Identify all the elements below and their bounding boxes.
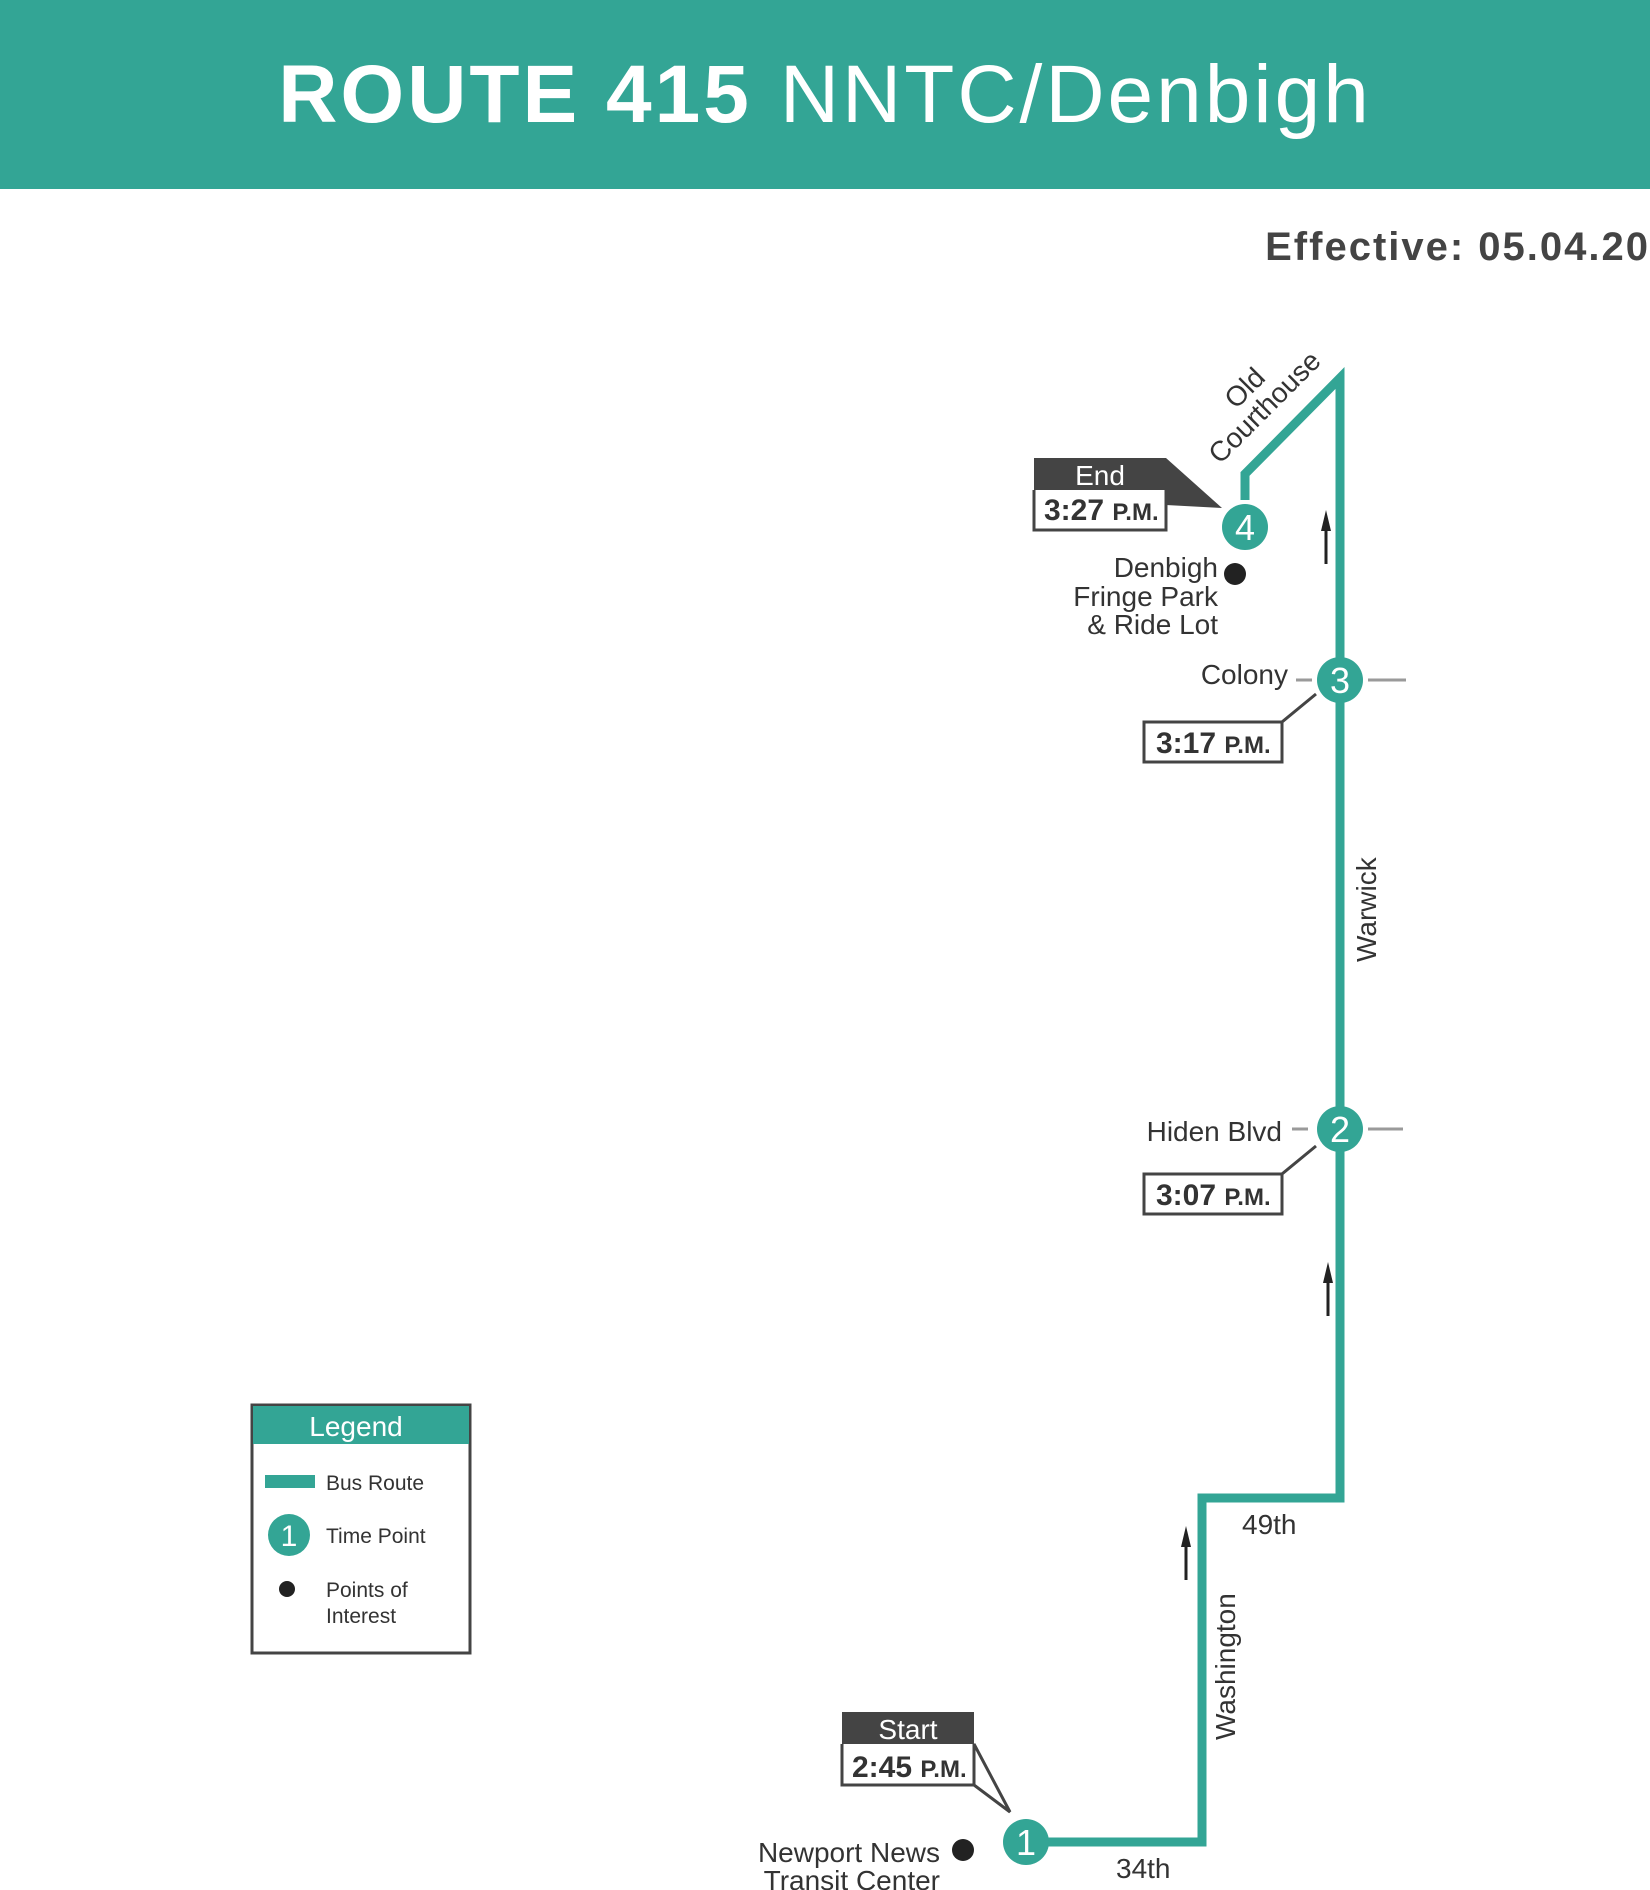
- time-point-2-time-text: 3:07 P.M.: [1156, 1179, 1271, 1212]
- time-point-2-callout: 3:07 P.M.: [1142, 1144, 1317, 1216]
- effective-date: Effective: 05.04.20: [1265, 225, 1650, 269]
- time-point-3-box: [1142, 692, 1317, 764]
- time-point-4-callout: End 3:27 P.M.: [1032, 458, 1222, 532]
- legend-title: Legend: [309, 1411, 402, 1442]
- time-point-4-icon: [1222, 504, 1268, 550]
- time-point-1-callout: Start 2:45 P.M.: [840, 1712, 1012, 1814]
- poi-label-transit-center-line2: Transit Center: [764, 1865, 940, 1890]
- direction-arrow-icon: [1321, 510, 1331, 564]
- time-point-1-icon: [1003, 1819, 1049, 1865]
- time-point-2-icon: [1317, 1106, 1363, 1152]
- end-tag-pointer: [1166, 458, 1222, 508]
- time-point-1-number: 1: [1016, 1822, 1036, 1863]
- poi-label-park-ride-line2: Fringe Park: [1073, 581, 1219, 612]
- time-point-4-period: P.M.: [1112, 499, 1158, 526]
- time-point-3-time: 3:17: [1156, 727, 1216, 760]
- poi-label-park-ride-line3: & Ride Lot: [1087, 609, 1218, 640]
- direction-arrow-icon: [1181, 1526, 1191, 1580]
- time-point-3-icon: [1317, 657, 1363, 703]
- legend-time-point-number: 1: [281, 1520, 298, 1553]
- end-tag: [1034, 458, 1166, 490]
- poi-label-transit-center-line1: Newport News: [758, 1837, 940, 1868]
- direction-arrow-icon: [1323, 1262, 1333, 1316]
- legend-time-point-label: Time Point: [326, 1525, 426, 1548]
- time-point-1-period: P.M.: [920, 1756, 966, 1783]
- route-name: NNTC/Denbigh: [779, 48, 1372, 140]
- route-header: ROUTE 415 NNTC/Denbigh: [0, 0, 1650, 189]
- time-point-1-time-text: 2:45 P.M.: [852, 1751, 967, 1784]
- street-label-washington: Washington: [1210, 1593, 1241, 1740]
- legend-poi-label-line1: Points of: [326, 1579, 408, 1602]
- bus-route-line: [1026, 367, 1345, 1847]
- time-point-4-time: 3:27: [1044, 494, 1104, 527]
- legend-time-point-icon: [268, 1514, 310, 1556]
- poi-label-park-ride-line1: Denbigh: [1114, 552, 1218, 583]
- time-point-4-time-text: 3:27 P.M.: [1044, 494, 1159, 527]
- time-point-2-period: P.M.: [1224, 1184, 1270, 1211]
- legend-bus-route-swatch: [265, 1475, 315, 1488]
- legend: Legend Bus Route 1 Time Point Points of …: [250, 1403, 472, 1655]
- start-tag-label: Start: [878, 1714, 937, 1745]
- start-time-box: [840, 1743, 1012, 1814]
- time-point-2-box: [1142, 1144, 1317, 1216]
- street-label-warwick: Warwick: [1351, 856, 1382, 962]
- time-point-3-period: P.M.: [1224, 732, 1270, 759]
- street-label-colony: Colony: [1201, 659, 1288, 690]
- time-point-3-callout: 3:17 P.M.: [1142, 692, 1317, 764]
- route-number: ROUTE 415: [278, 48, 752, 140]
- poi-dot-park-ride: [1224, 563, 1246, 585]
- street-label-49th: 49th: [1242, 1509, 1297, 1540]
- legend-poi-label-line2: Interest: [326, 1605, 396, 1628]
- street-label-hiden-blvd: Hiden Blvd: [1147, 1116, 1282, 1147]
- time-point-2-number: 2: [1330, 1109, 1350, 1150]
- legend-bus-route-label: Bus Route: [326, 1472, 424, 1495]
- time-point-1-time: 2:45: [852, 1751, 912, 1784]
- street-label-34th: 34th: [1116, 1853, 1171, 1884]
- legend-header: [253, 1406, 469, 1444]
- start-tag: [842, 1712, 974, 1744]
- time-point-3-time-text: 3:17 P.M.: [1156, 727, 1271, 760]
- end-tag-label: End: [1075, 460, 1125, 491]
- time-point-4-number: 4: [1235, 507, 1255, 548]
- legend-poi-dot: [279, 1581, 295, 1597]
- time-point-3-number: 3: [1330, 660, 1350, 701]
- poi-dot-transit-center: [952, 1839, 974, 1861]
- time-point-2-time: 3:07: [1156, 1179, 1216, 1212]
